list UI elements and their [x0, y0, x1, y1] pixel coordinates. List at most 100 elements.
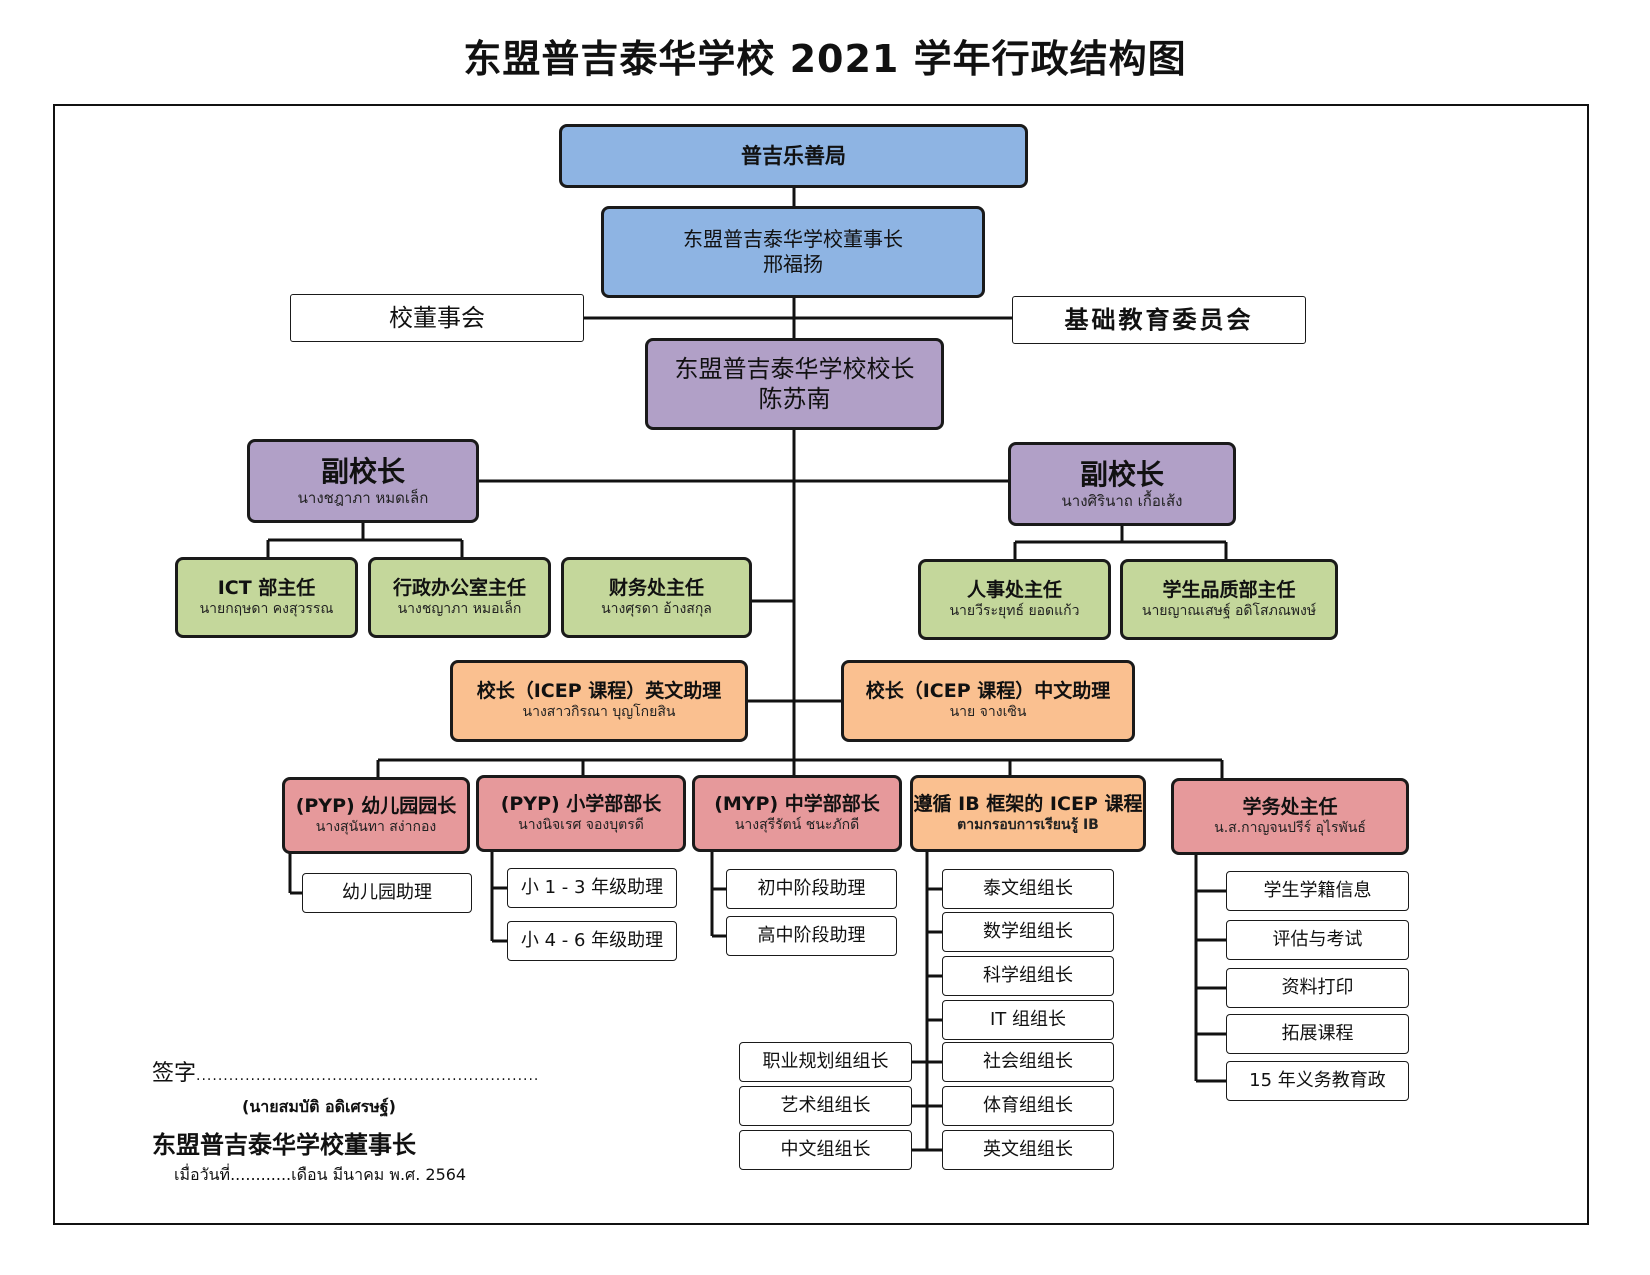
it-group-leader-box: IT 组组长 — [942, 1000, 1114, 1040]
signature-block: 签字......................................… — [152, 1055, 539, 1184]
document-printing-label: 资料打印 — [1281, 976, 1354, 998]
chinese-group-leader-box: 中文组组长 — [739, 1130, 912, 1170]
bureau-label: 普吉乐善局 — [741, 143, 846, 168]
board-box: 校董事会 — [290, 294, 584, 342]
principal-box: 东盟普吉泰华学校校长 陈苏南 — [645, 338, 944, 430]
primary-grade-1-3-label: 小 1 - 3 年级助理 — [520, 876, 664, 898]
english-assistant-box: 校长（ICEP 课程）英文助理 นางสาวกิรณา บุญโกยสิน — [450, 660, 748, 742]
signature-dots: ........................................… — [196, 1068, 540, 1084]
signatory-role: 东盟普吉泰华学校董事长 — [152, 1131, 416, 1159]
personnel-director-name: นายวีระยุทธ์ ยอดแก้ว — [949, 602, 1080, 619]
student-quality-director-box: 学生品质部主任 นายญาณเสษฐ์ อดิโสภณพงษ์ — [1120, 559, 1338, 640]
admin-office-director-name: นางชญาภา หมอเล็ก — [397, 600, 522, 617]
primary-grade-4-6-box: 小 4 - 6 年级助理 — [507, 921, 677, 961]
science-group-leader-box: 科学组组长 — [942, 956, 1114, 996]
math-group-leader-box: 数学组组长 — [942, 912, 1114, 952]
junior-high-assistant-label: 初中阶段助理 — [757, 877, 866, 899]
thai-group-leader-label: 泰文组组长 — [983, 877, 1073, 899]
signature-label: 签字 — [152, 1061, 197, 1086]
bureau-box: 普吉乐善局 — [559, 124, 1028, 188]
personnel-director-box: 人事处主任 นายวีระยุทธ์ ยอดแก้ว — [918, 559, 1111, 640]
kindergarten-head-box: (PYP) 幼儿园园长 นางสุนันทา สง่ากอง — [282, 777, 470, 854]
pe-group-leader-label: 体育组组长 — [983, 1094, 1073, 1116]
pe-group-leader-box: 体育组组长 — [942, 1086, 1114, 1126]
signatory-name: (นายสมบัติ อดิเศรษฐ์) — [242, 1097, 396, 1116]
primary-grade-1-3-box: 小 1 - 3 年级助理 — [507, 868, 677, 908]
document-printing-box: 资料打印 — [1226, 968, 1409, 1008]
ict-director-title: ICT 部主任 — [217, 576, 316, 599]
icep-curriculum-title: 遵循 IB 框架的 ICEP 课程 — [913, 792, 1143, 815]
vice-principal-right-title: 副校长 — [1079, 458, 1164, 492]
kindergarten-assistant-box: 幼儿园助理 — [302, 873, 472, 913]
student-records-box: 学生学籍信息 — [1226, 871, 1409, 911]
icep-curriculum-subtitle: ตามกรอบการเรียนรู้ IB — [957, 816, 1099, 833]
academic-director-name: น.ส.กาญจนปรีร์ อุไรพันธ์ — [1214, 819, 1366, 836]
personnel-director-title: 人事处主任 — [966, 578, 1062, 601]
career-planning-leader-label: 职业规划组组长 — [762, 1050, 889, 1072]
student-quality-director-name: นายญาณเสษฐ์ อดิโสภณพงษ์ — [1141, 602, 1317, 619]
primary-head-name: นางนิจเรศ จองบุตรดี — [518, 816, 644, 833]
english-group-leader-label: 英文组组长 — [983, 1138, 1073, 1160]
chinese-assistant-title: 校长（ICEP 课程）中文助理 — [865, 680, 1111, 703]
science-group-leader-label: 科学组组长 — [983, 964, 1073, 986]
page-title: 东盟普吉泰华学校 2021 学年行政结构图 — [463, 37, 1187, 81]
finance-director-title: 财务处主任 — [608, 576, 704, 599]
chairman-box: 东盟普吉泰华学校董事长 邢福扬 — [601, 206, 985, 298]
primary-head-title: (PYP) 小学部部长 — [500, 792, 662, 815]
admin-office-director-title: 行政办公室主任 — [392, 576, 526, 599]
english-group-leader-box: 英文组组长 — [942, 1130, 1114, 1170]
art-group-leader-box: 艺术组组长 — [739, 1086, 912, 1126]
primary-grade-4-6-label: 小 4 - 6 年级助理 — [520, 929, 664, 951]
chinese-assistant-name: นาย จางเซิน — [949, 704, 1027, 721]
social-group-leader-label: 社会组组长 — [983, 1050, 1073, 1072]
junior-high-assistant-box: 初中阶段助理 — [726, 869, 897, 909]
chart-frame — [53, 104, 1589, 1225]
compulsory-education-label: 15 年义务教育政 — [1249, 1069, 1386, 1091]
board-label: 校董事会 — [389, 304, 485, 332]
kindergarten-head-title: (PYP) 幼儿园园长 — [295, 794, 457, 817]
kindergarten-head-name: นางสุนันทา สง่ากอง — [315, 818, 437, 835]
vice-principal-left-title: 副校长 — [320, 455, 405, 489]
senior-high-assistant-label: 高中阶段助理 — [757, 924, 866, 946]
chairman-title: 东盟普吉泰华学校董事长 — [683, 227, 903, 251]
signature-date: เมื่อวันที่............เดือน มีนาคม พ.ศ.… — [174, 1165, 467, 1184]
student-records-label: 学生学籍信息 — [1263, 879, 1372, 901]
middle-head-name: นางสุรีรัตน์ ชนะภักดี — [734, 816, 860, 833]
english-assistant-title: 校长（ICEP 课程）英文助理 — [476, 680, 722, 703]
academic-director-title: 学务处主任 — [1242, 795, 1338, 818]
extension-courses-box: 拓展课程 — [1226, 1014, 1409, 1054]
kindergarten-assistant-label: 幼儿园助理 — [342, 881, 432, 903]
academic-director-box: 学务处主任 น.ส.กาญจนปรีร์ อุไรพันธ์ — [1171, 778, 1409, 855]
admin-office-director-box: 行政办公室主任 นางชญาภา หมอเล็ก — [368, 557, 551, 638]
principal-name: 陈苏南 — [758, 385, 831, 413]
ict-director-name: นายกฤษดา คงสุวรรณ — [199, 600, 334, 617]
thai-group-leader-box: 泰文组组长 — [942, 869, 1114, 909]
middle-head-title: (MYP) 中学部部长 — [714, 792, 880, 815]
math-group-leader-label: 数学组组长 — [983, 920, 1073, 942]
vice-principal-right-name: นางศิรินาถ เกื้อเส้ง — [1061, 492, 1183, 511]
assessment-exam-label: 评估与考试 — [1272, 928, 1363, 950]
signature-line: 签字......................................… — [152, 1055, 539, 1087]
vice-principal-right-box: 副校长 นางศิรินาถ เกื้อเส้ง — [1008, 442, 1236, 526]
chinese-group-leader-label: 中文组组长 — [780, 1138, 871, 1160]
assessment-exam-box: 评估与考试 — [1226, 920, 1409, 960]
english-assistant-name: นางสาวกิรณา บุญโกยสิน — [522, 704, 676, 721]
social-group-leader-box: 社会组组长 — [942, 1042, 1114, 1082]
ict-director-box: ICT 部主任 นายกฤษดา คงสุวรรณ — [175, 557, 358, 638]
principal-title: 东盟普吉泰华学校校长 — [674, 355, 915, 383]
it-group-leader-label: IT 组组长 — [989, 1008, 1067, 1030]
extension-courses-label: 拓展课程 — [1281, 1022, 1354, 1044]
icep-curriculum-box: 遵循 IB 框架的 ICEP 课程 ตามกรอบการเรียนรู้ IB — [910, 775, 1146, 852]
committee-label: 基础教育委员会 — [1064, 306, 1254, 334]
chinese-assistant-box: 校长（ICEP 课程）中文助理 นาย จางเซิน — [841, 660, 1135, 742]
chairman-name: 邢福扬 — [763, 252, 823, 276]
committee-box: 基础教育委员会 — [1012, 296, 1306, 344]
vice-principal-left-box: 副校长 นางชฎาภา หมดเล็ก — [247, 439, 479, 523]
primary-head-box: (PYP) 小学部部长 นางนิจเรศ จองบุตรดี — [476, 775, 686, 852]
middle-head-box: (MYP) 中学部部长 นางสุรีรัตน์ ชนะภักดี — [692, 775, 902, 852]
vice-principal-left-name: นางชฎาภา หมดเล็ก — [297, 489, 429, 508]
student-quality-director-title: 学生品质部主任 — [1162, 578, 1296, 601]
finance-director-name: นางศุรดา อ้างสกุล — [601, 600, 712, 617]
senior-high-assistant-box: 高中阶段助理 — [726, 916, 897, 956]
